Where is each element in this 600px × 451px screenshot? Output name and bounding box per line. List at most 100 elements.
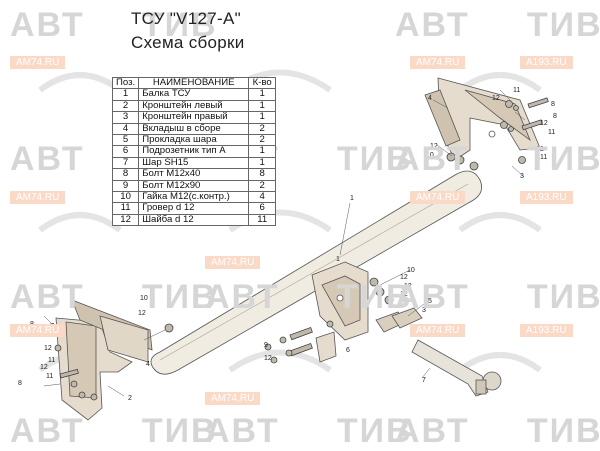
left-insert xyxy=(71,299,153,363)
callout-10-left-top: 10 xyxy=(140,295,148,302)
ball-spacers xyxy=(375,307,423,333)
row-qty: 8 xyxy=(248,168,277,181)
row-name: Болт М12х40 xyxy=(138,168,250,181)
socket-plate xyxy=(311,261,369,341)
row-name: Гайка М12(с.контр.) xyxy=(138,191,250,204)
watermark-site: AM74.RU xyxy=(10,324,66,337)
row-qty: 2 xyxy=(248,179,277,193)
row-qty: 11 xyxy=(248,213,277,227)
row-name: Гровер d 12 xyxy=(138,202,250,215)
row-name: Прокладка шара xyxy=(138,134,250,147)
callout-12-center-left: 12 xyxy=(264,355,272,362)
watermark-site: A193.RU xyxy=(520,324,573,337)
fasteners xyxy=(35,97,549,401)
leader-lines xyxy=(43,89,526,397)
callout-12-center-top: 12 xyxy=(400,274,408,281)
watermark-site: AM74.RU xyxy=(205,256,261,269)
row-name: Кронштейн правый xyxy=(138,111,250,124)
row-qty: 1 xyxy=(248,99,277,113)
callout-10-mid-right: 10 xyxy=(426,152,434,159)
callout-8-right-top: 8 xyxy=(551,101,555,108)
callout-12-right-mid: 12 xyxy=(540,120,548,127)
left-bracket xyxy=(55,317,133,421)
callout-7-ball: 7 xyxy=(422,377,426,384)
watermark-brand: АВТ ТИВ xyxy=(395,412,600,450)
watermark-site: AM74.RU xyxy=(410,56,466,69)
callout-1-bottom: 1 xyxy=(336,256,340,263)
row-pos: 4 xyxy=(111,122,140,136)
row-qty: 2 xyxy=(248,134,277,147)
row-pos: 6 xyxy=(111,145,140,158)
callout-5-center: 5 xyxy=(428,298,432,305)
callout-12-left-a: 12 xyxy=(44,345,52,352)
callout-11-right-mid: 11 xyxy=(548,129,555,136)
callout-12-center-a: 12 xyxy=(404,283,412,290)
callout-11-left-a: 11 xyxy=(48,357,55,364)
callout-3-right: 3 xyxy=(520,173,524,180)
callout-12-left-b: 12 xyxy=(40,364,48,371)
row-pos: 8 xyxy=(111,168,140,181)
row-pos: 10 xyxy=(111,191,140,204)
watermark-brand: АВТ ТИВ xyxy=(10,412,218,450)
callout-9-center: 9 xyxy=(264,342,268,349)
row-pos: 12 xyxy=(111,213,140,227)
watermark-site: AM74.RU xyxy=(10,56,66,69)
row-name: Шар SH15 xyxy=(138,156,250,170)
watermark-site: AM74.RU xyxy=(10,191,66,204)
watermark-brand: АВТ ТИВ xyxy=(395,278,600,316)
row-pos: 9 xyxy=(111,179,140,193)
page-subtitle: Схема сборки xyxy=(131,33,245,52)
watermark-brand: АВТ ТИВ xyxy=(395,140,600,178)
row-qty: 1 xyxy=(248,88,277,101)
socket-plate-small xyxy=(315,331,337,363)
callout-11-right-low: 11 xyxy=(540,154,547,161)
tow-beam xyxy=(150,170,483,375)
watermark-brand: АВТ ТИВ xyxy=(395,6,600,44)
row-qty: 2 xyxy=(248,122,277,136)
callout-12-left-top: 12 xyxy=(138,310,146,317)
row-pos: 1 xyxy=(111,88,140,101)
row-qty: 4 xyxy=(248,191,277,204)
header-name: НАИМЕНОВАНИЕ xyxy=(138,76,250,90)
row-qty: 1 xyxy=(248,156,277,170)
callout-labels: 1 1 4 8 8 11 12 12 11 12 11 12 10 3 10 1… xyxy=(18,87,557,402)
right-insert xyxy=(424,89,461,147)
header-qty: К-во xyxy=(248,76,277,90)
watermark-brand: АВТ ТИВ xyxy=(10,6,218,44)
row-name: Балка ТСУ xyxy=(138,88,250,101)
watermark-brand: АВТ ТИВ xyxy=(205,278,413,316)
row-qty: 1 xyxy=(248,145,277,158)
watermark-brand: АВТ ТИВ xyxy=(10,278,218,316)
callout-1-top: 1 xyxy=(350,195,354,202)
parts-table-header: Поз. НАИМЕНОВАНИЕ К-во xyxy=(111,76,277,90)
tow-ball xyxy=(411,339,502,397)
row-qty: 1 xyxy=(248,111,277,124)
header-pos: Поз. xyxy=(111,76,140,90)
row-pos: 11 xyxy=(111,202,140,215)
row-pos: 5 xyxy=(111,134,140,147)
row-pos: 2 xyxy=(111,99,140,113)
row-name: Вкладыш в сборе xyxy=(138,122,250,136)
callout-11-right-top: 11 xyxy=(513,87,520,94)
callout-12-right-top: 12 xyxy=(492,95,500,102)
watermark-site: AM74.RU xyxy=(410,324,466,337)
row-name: Кронштейн левый xyxy=(138,99,250,113)
callout-3-center: 3 xyxy=(422,307,426,314)
callout-12-mid-right: 12 xyxy=(430,143,438,150)
callout-4-right: 4 xyxy=(428,95,432,102)
callout-10-center: 10 xyxy=(407,267,415,274)
